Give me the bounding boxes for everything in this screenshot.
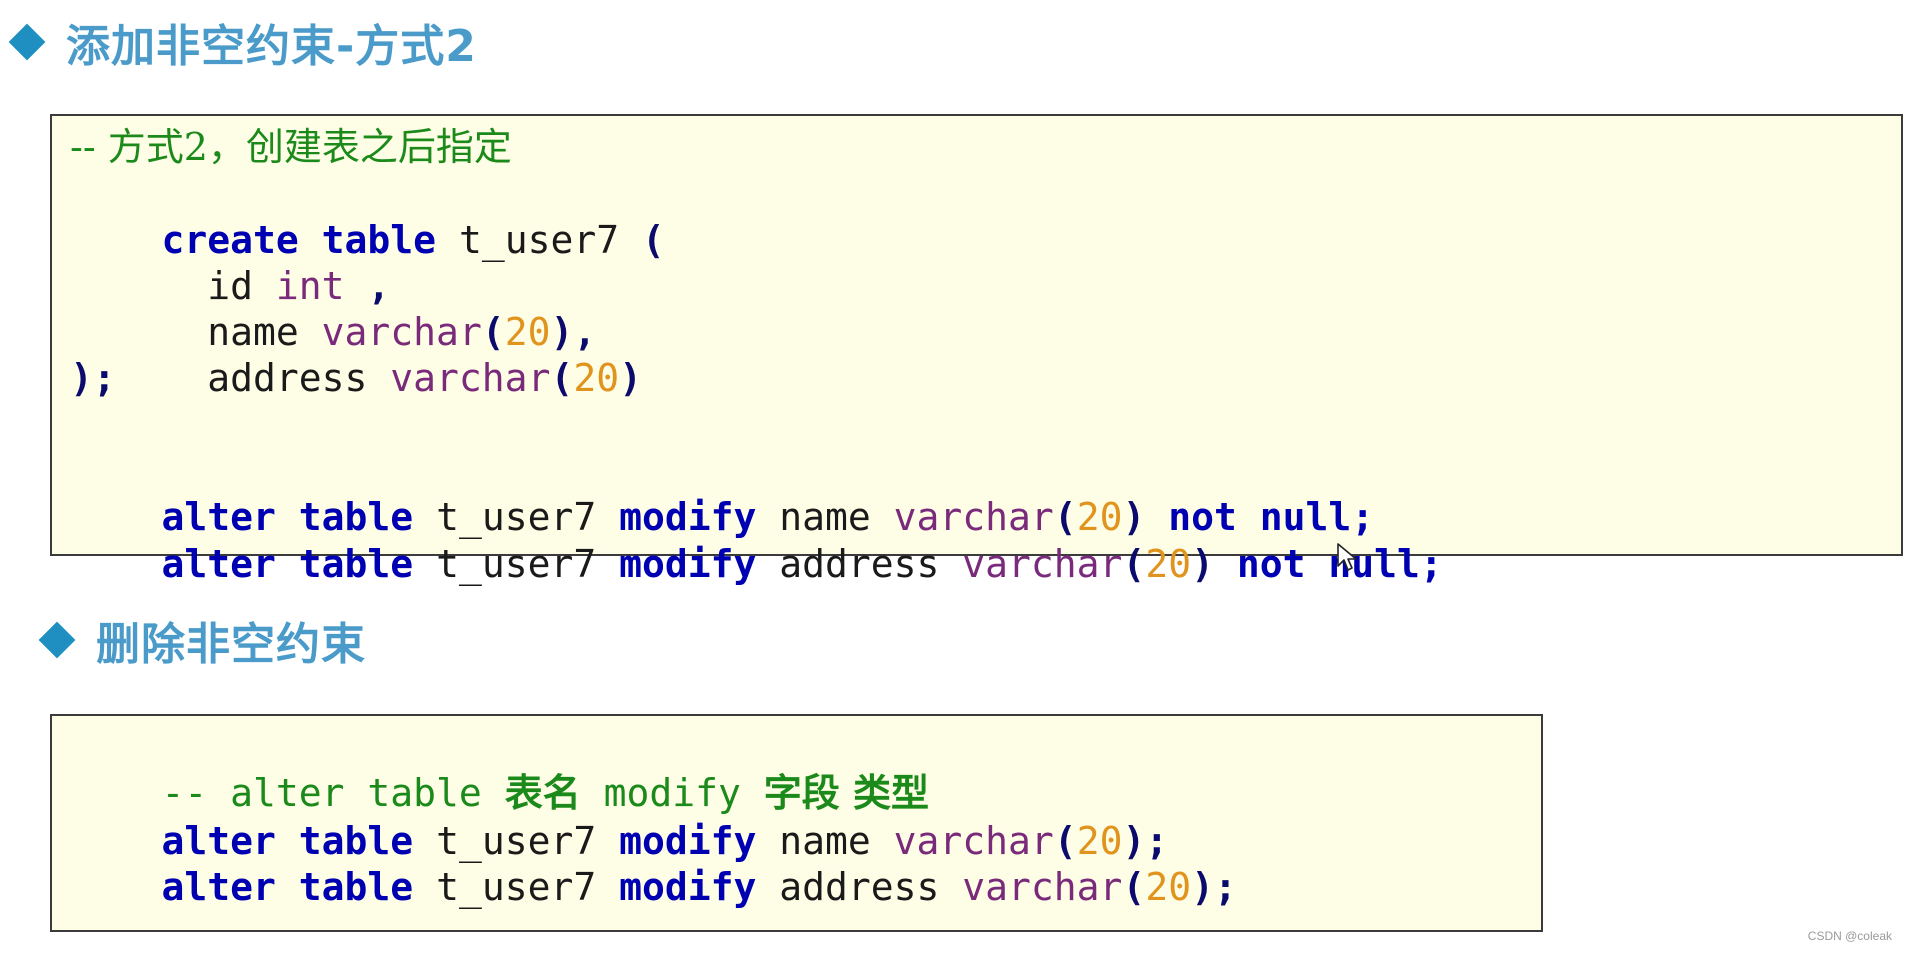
punctuation: ( <box>1122 542 1146 586</box>
type: varchar <box>893 495 1054 539</box>
type: varchar <box>962 865 1123 909</box>
code-line-create: create table t_user7 ( <box>70 171 665 309</box>
keyword: modify <box>619 865 757 909</box>
punctuation: ( <box>481 310 505 354</box>
diamond-bullet-icon <box>38 621 76 659</box>
keyword: modify <box>619 819 757 863</box>
keyword: alter table <box>161 495 414 539</box>
keyword: modify <box>619 495 757 539</box>
section-heading-add-not-null: 添加非空约束-方式2 <box>8 10 477 74</box>
identifier: address <box>756 542 963 586</box>
identifier: t_user7 <box>413 495 620 539</box>
mouse-pointer-icon <box>1337 543 1357 571</box>
comment-text: -- alter table <box>161 771 505 815</box>
keyword: not null; <box>1213 542 1443 586</box>
punctuation: ( <box>1053 819 1077 863</box>
number: 20 <box>573 356 620 400</box>
punctuation: ( <box>641 218 665 262</box>
identifier: id <box>161 264 276 308</box>
comment-text: modify <box>580 771 764 815</box>
keyword: alter table <box>161 865 414 909</box>
keyword: modify <box>619 542 757 586</box>
watermark: CSDN @coleak <box>1807 929 1892 943</box>
number: 20 <box>1076 495 1123 539</box>
number: 20 <box>1145 865 1192 909</box>
identifier: address <box>756 865 963 909</box>
identifier: name <box>161 310 322 354</box>
type: varchar <box>962 542 1123 586</box>
section-heading-text: 删除非空约束 <box>96 619 366 670</box>
punctuation: ( <box>1053 495 1077 539</box>
identifier: name <box>756 819 894 863</box>
punctuation: ) <box>619 356 642 400</box>
type: varchar <box>893 819 1054 863</box>
code-comment: -- alter table 表名 modify 字段 类型 <box>70 724 929 862</box>
punctuation: ); <box>1122 819 1169 863</box>
punctuation: ); <box>1191 865 1237 909</box>
punctuation: , <box>344 264 391 308</box>
diamond-bullet-icon <box>8 23 46 61</box>
code-block-add-not-null: -- 方式2，创建表之后指定 create table t_user7 ( id… <box>50 114 1903 586</box>
identifier: t_user7 <box>413 865 620 909</box>
punctuation: ), <box>550 310 597 354</box>
code-line-col-address: address varchar(20) <box>70 309 642 447</box>
code-line-end: ); <box>70 356 116 400</box>
type: int <box>275 264 345 308</box>
code-line-alter-name: alter table t_user7 modify name varchar(… <box>70 772 1169 910</box>
identifier: t_user7 <box>413 542 620 586</box>
identifier: address <box>161 356 391 400</box>
punctuation: ) <box>1122 495 1146 539</box>
code-comment: -- 方式2，创建表之后指定 <box>70 125 512 169</box>
code-line-col-name: name varchar(20), <box>70 263 596 401</box>
keyword: create table <box>161 218 437 262</box>
keyword: alter table <box>161 542 414 586</box>
type: varchar <box>390 356 551 400</box>
number: 20 <box>504 310 551 354</box>
code-line-alter-address: alter table t_user7 modify address varch… <box>70 495 1443 633</box>
code-line-col-id: id int , <box>70 217 390 355</box>
punctuation: ( <box>550 356 574 400</box>
punctuation: ( <box>1122 865 1146 909</box>
punctuation: ) <box>1191 542 1214 586</box>
code-line-alter-name: alter table t_user7 modify name varchar(… <box>70 448 1375 586</box>
section-heading-text: 添加非空约束-方式2 <box>66 21 477 72</box>
number: 20 <box>1076 819 1123 863</box>
identifier: t_user7 <box>436 218 642 262</box>
number: 20 <box>1145 542 1192 586</box>
keyword: not null; <box>1145 495 1375 539</box>
identifier: name <box>756 495 894 539</box>
comment-text: 表名 <box>504 771 581 815</box>
identifier: t_user7 <box>413 819 620 863</box>
comment-text: 字段 类型 <box>763 771 929 815</box>
type: varchar <box>321 310 482 354</box>
keyword: alter table <box>161 819 414 863</box>
code-line-alter-address: alter table t_user7 modify address varch… <box>70 818 1237 956</box>
section-heading-drop-not-null: 删除非空约束 <box>38 608 366 672</box>
code-block-drop-not-null: -- alter table 表名 modify 字段 类型 alter tab… <box>50 714 1543 932</box>
